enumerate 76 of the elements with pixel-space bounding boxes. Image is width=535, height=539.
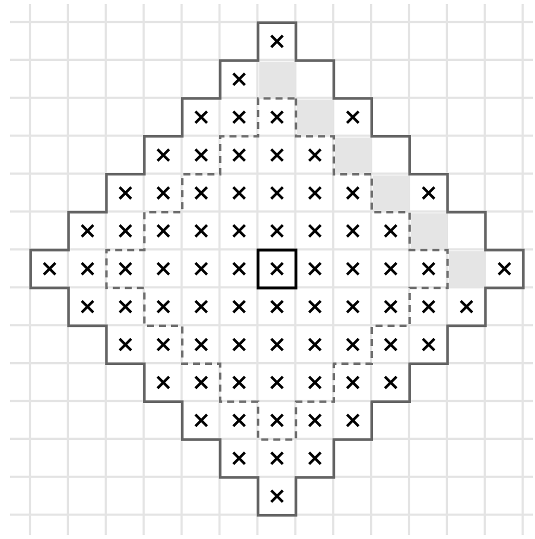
cross-mark: × bbox=[346, 224, 360, 238]
cross-mark: × bbox=[270, 34, 284, 48]
cross-mark: × bbox=[194, 300, 208, 314]
cross-mark: × bbox=[232, 300, 246, 314]
cross-mark: × bbox=[118, 338, 132, 352]
cross-mark: × bbox=[80, 300, 94, 314]
cross-mark: × bbox=[194, 110, 208, 124]
cross-mark: × bbox=[118, 186, 132, 200]
cross-mark: × bbox=[308, 224, 322, 238]
cross-mark: × bbox=[194, 414, 208, 428]
cross-mark: × bbox=[346, 262, 360, 276]
cross-mark: × bbox=[194, 338, 208, 352]
cross-mark: × bbox=[118, 300, 132, 314]
cross-mark: × bbox=[232, 452, 246, 465]
cross-mark: × bbox=[270, 452, 284, 465]
cross-mark: × bbox=[384, 262, 398, 276]
cross-mark: × bbox=[156, 376, 170, 390]
cross-mark: × bbox=[270, 110, 284, 124]
cross-mark: × bbox=[118, 224, 132, 238]
cross-mark: × bbox=[270, 376, 284, 390]
cross-mark: × bbox=[270, 262, 284, 276]
cross-mark: × bbox=[308, 452, 322, 465]
cross-mark: × bbox=[80, 262, 94, 276]
cross-mark: × bbox=[232, 414, 246, 428]
cross-mark: × bbox=[232, 262, 246, 276]
cross-mark: × bbox=[346, 376, 360, 390]
cross-mark: × bbox=[346, 414, 360, 428]
cross-mark: × bbox=[308, 414, 322, 428]
cross-mark: × bbox=[422, 338, 436, 352]
cross-mark: × bbox=[156, 338, 170, 352]
cross-mark: × bbox=[156, 262, 170, 276]
cross-mark: × bbox=[498, 262, 512, 276]
cross-mark: × bbox=[384, 224, 398, 238]
cross-mark: × bbox=[232, 376, 246, 390]
cross-mark: × bbox=[156, 186, 170, 200]
cross-mark: × bbox=[384, 338, 398, 352]
cross-mark: × bbox=[232, 224, 246, 238]
cross-mark: × bbox=[194, 148, 208, 162]
cross-mark: × bbox=[194, 376, 208, 390]
cross-mark: × bbox=[270, 186, 284, 200]
cross-mark: × bbox=[270, 300, 284, 314]
cross-mark: × bbox=[194, 186, 208, 200]
cross-mark: × bbox=[422, 300, 436, 314]
cross-mark: × bbox=[80, 224, 94, 238]
cross-mark: × bbox=[270, 148, 284, 162]
cross-mark: × bbox=[460, 300, 474, 314]
cross-mark: × bbox=[194, 262, 208, 276]
cross-mark: × bbox=[232, 148, 246, 162]
cross-mark: × bbox=[42, 262, 56, 276]
cross-mark: × bbox=[346, 300, 360, 314]
cross-mark: × bbox=[346, 186, 360, 200]
cross-mark: × bbox=[346, 338, 360, 352]
cross-mark: × bbox=[270, 489, 284, 503]
cross-mark: × bbox=[308, 300, 322, 314]
cross-mark: × bbox=[308, 262, 322, 276]
cross-mark: × bbox=[194, 224, 208, 238]
cross-mark: × bbox=[232, 338, 246, 352]
cross-mark: × bbox=[346, 110, 360, 124]
cross-mark: × bbox=[422, 262, 436, 276]
cross-mark: × bbox=[232, 186, 246, 200]
cross-mark: × bbox=[384, 300, 398, 314]
cross-mark: × bbox=[156, 300, 170, 314]
cross-mark: × bbox=[308, 186, 322, 200]
cross-mark: × bbox=[270, 338, 284, 352]
cross-mark: × bbox=[308, 148, 322, 162]
cross-mark: × bbox=[232, 110, 246, 124]
cross-mark: × bbox=[270, 414, 284, 428]
cross-mark: × bbox=[270, 224, 284, 238]
cross-mark: × bbox=[156, 224, 170, 238]
cross-mark: × bbox=[156, 148, 170, 162]
cross-mark: × bbox=[118, 262, 132, 276]
cross-mark: × bbox=[308, 338, 322, 352]
cross-mark: × bbox=[308, 376, 322, 390]
cross-mark: × bbox=[232, 72, 246, 86]
cross-mark: × bbox=[422, 186, 436, 200]
cross-mark: × bbox=[384, 376, 398, 390]
